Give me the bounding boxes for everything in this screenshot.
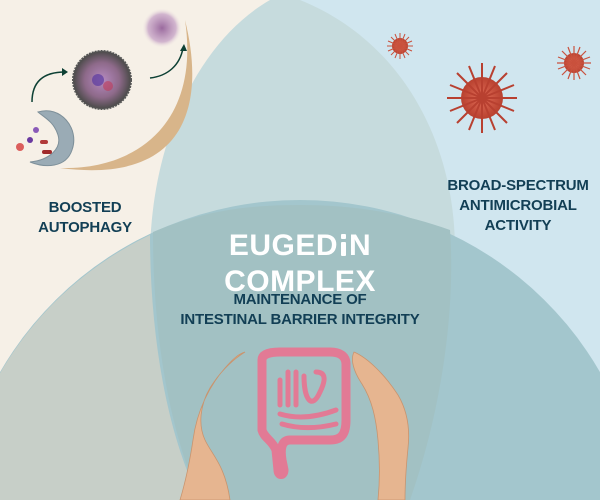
title-full-text: EUGEDIN COMPLEX [376,264,377,265]
label-line: MAINTENANCE OF [233,291,367,308]
title-stylized-i [340,234,347,256]
label-line: ACTIVITY [484,217,552,234]
overlap-left [0,235,200,500]
intestine-illustration [179,347,410,500]
title-prefix: EUGED [228,229,338,262]
label-intestinal-barrier: MAINTENANCE OF INTESTINAL BARRIER INTEGR… [170,290,430,330]
label-line: AUTOPHAGY [38,219,132,236]
label-line: BROAD-SPECTRUM [447,177,589,194]
autophagy-illustration [16,8,187,167]
crescent-arc [60,20,193,171]
label-line: INTESTINAL BARRIER INTEGRITY [180,311,420,328]
virus-illustration [387,33,591,133]
label-antimicrobial-activity: BROAD-SPECTRUM ANTIMICROBIAL ACTIVITY [436,176,600,236]
label-line: ANTIMICROBIAL [459,197,577,214]
label-boosted-autophagy: BOOSTED AUTOPHAGY [10,198,160,238]
label-line: BOOSTED [48,199,122,216]
title-suffix: N COMPLEX [224,229,376,298]
